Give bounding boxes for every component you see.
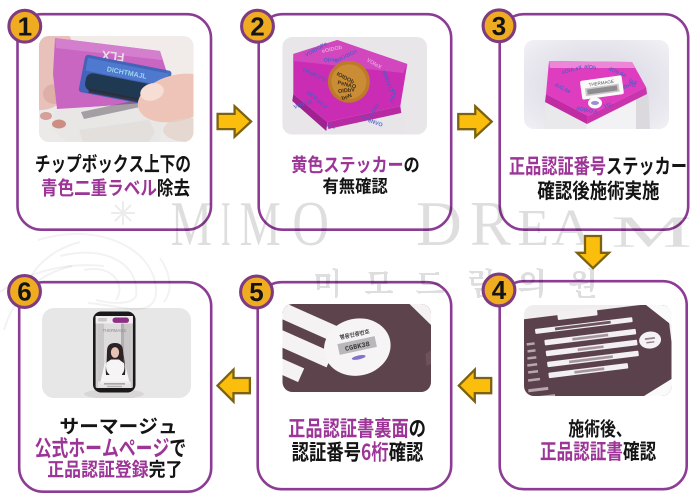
svg-text:dOIbO.e: dOIbO.e [576, 106, 598, 116]
svg-text:IOV: IOV [326, 123, 337, 131]
svg-text:D: D [416, 189, 462, 259]
svg-text:THERMAGE: THERMAGE [103, 328, 127, 333]
svg-text:4: 4 [492, 275, 507, 305]
svg-text:R: R [470, 189, 511, 259]
svg-text:VOID.O: VOID.O [293, 99, 314, 111]
svg-text:6: 6 [17, 277, 31, 307]
svg-text:M: M [240, 189, 281, 259]
svg-text:I: I [221, 189, 231, 259]
svg-text:alOb: alOb [584, 64, 598, 72]
svg-text:O: O [292, 189, 329, 259]
svg-text:beN: beN [341, 93, 353, 102]
svg-text:NedO: NedO [323, 56, 339, 63]
svg-text:3: 3 [492, 11, 506, 41]
svg-text:E: E [517, 200, 549, 257]
svg-text:sOIA.eX: sOIA.eX [561, 65, 583, 76]
svg-text:eOIDOb: eOIDOb [321, 45, 343, 55]
svg-text:1: 1 [18, 11, 32, 41]
svg-text:OIDbV: OIDbV [338, 87, 356, 95]
svg-text:5: 5 [249, 277, 263, 307]
svg-text:VIb.: VIb. [603, 102, 615, 110]
svg-text:VOID: VOID [388, 89, 396, 103]
svg-text:VIO: VIO [626, 78, 637, 90]
svg-text:M: M [611, 208, 692, 257]
svg-text:2: 2 [250, 11, 264, 41]
svg-text:THERMAGE: THERMAGE [588, 79, 614, 88]
svg-text:PeNAO: PeNAO [337, 80, 358, 91]
svg-text:M: M [171, 189, 212, 259]
